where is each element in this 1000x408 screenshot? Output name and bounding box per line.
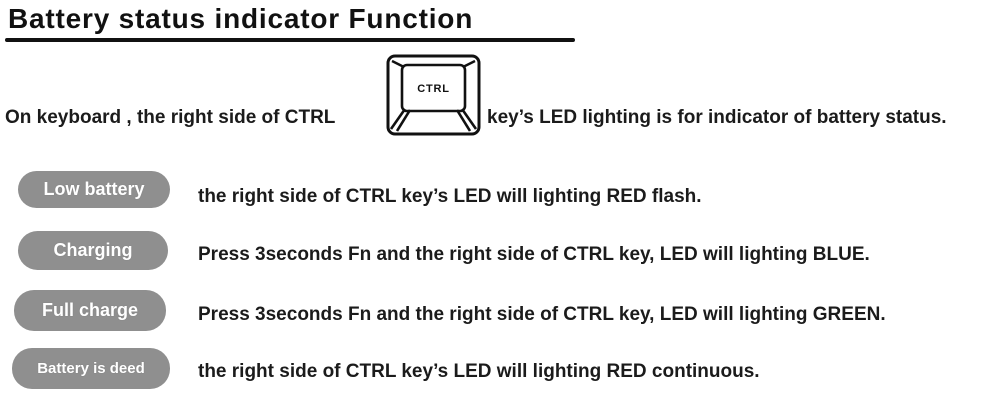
- status-description-low-battery: the right side of CTRL key’s LED will li…: [198, 186, 702, 207]
- status-badge-full-charge: Full charge: [14, 290, 166, 331]
- intro-text-after-key: key’s LED lighting is for indicator of b…: [487, 107, 947, 128]
- ctrl-key-label: CTRL: [417, 83, 450, 95]
- ctrl-keycap-icon: CTRL: [386, 54, 481, 136]
- status-description-charging: Press 3seconds Fn and the right side of …: [198, 244, 870, 265]
- title-underline: [5, 38, 575, 42]
- status-badge-charging: Charging: [18, 231, 168, 270]
- intro-text-before-key: On keyboard , the right side of CTRL: [5, 107, 336, 128]
- status-badge-low-battery: Low battery: [18, 171, 170, 208]
- page-title: Battery status indicator Function: [8, 3, 474, 34]
- status-description-battery-dead: the right side of CTRL key’s LED will li…: [198, 361, 760, 382]
- status-description-full-charge: Press 3seconds Fn and the right side of …: [198, 304, 886, 325]
- status-badge-battery-dead: Battery is deed: [12, 348, 170, 389]
